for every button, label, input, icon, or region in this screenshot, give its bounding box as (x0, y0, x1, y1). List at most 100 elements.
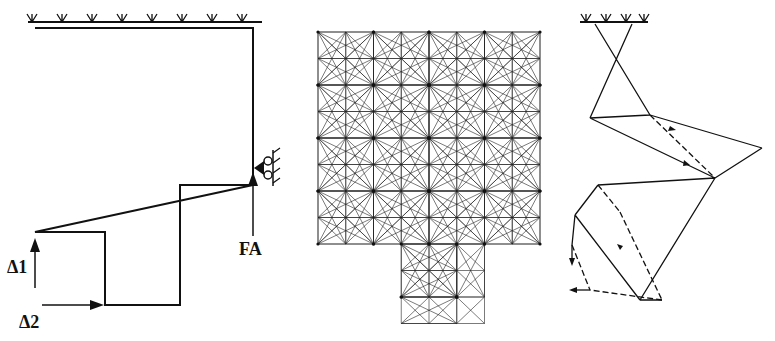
ground-bar (429, 32, 457, 85)
ground-bar (512, 32, 540, 59)
ground-bar (429, 244, 457, 271)
ground-bar (401, 165, 429, 192)
ground-bar (457, 32, 485, 85)
ground-bar (346, 112, 374, 139)
ground-bar (484, 165, 485, 192)
ground-bar (429, 297, 457, 298)
ground-bar (485, 191, 541, 244)
ground-bar (512, 138, 540, 139)
ground-bar (429, 112, 485, 139)
ground-bar (429, 218, 430, 245)
ground-bar (346, 218, 374, 245)
ground-bar (429, 244, 457, 271)
grid-node (427, 136, 430, 139)
ground-bar (346, 32, 374, 85)
grid-node (427, 83, 430, 86)
ground-bar (512, 218, 540, 245)
ground-bar (346, 191, 374, 218)
ground-bar (429, 297, 457, 324)
ground-bar (457, 244, 485, 245)
ground-bar (346, 85, 374, 86)
design-domain (27, 14, 280, 310)
grid-node (372, 136, 375, 139)
ground-bar (429, 244, 457, 297)
ground-bar (457, 85, 485, 138)
ground-bar (429, 32, 485, 85)
ground-bar (374, 218, 430, 245)
ground-bar (401, 244, 429, 297)
ground-bar (457, 191, 485, 192)
ground-bar (512, 191, 540, 218)
ground-bar (457, 191, 485, 192)
ground-bar (429, 165, 430, 192)
ground-bar (374, 138, 402, 165)
ground-bar (318, 165, 374, 192)
ground-bar (457, 85, 485, 86)
ground-bar (429, 165, 430, 192)
ground-bar (401, 112, 402, 139)
grid-node (372, 242, 375, 245)
grid-node (427, 83, 430, 86)
grid-node (455, 295, 458, 298)
ground-bar (401, 218, 429, 245)
ground-bar (318, 218, 319, 245)
ground-bar (401, 59, 429, 86)
ground-bar (429, 112, 485, 139)
ground-bar (401, 191, 429, 218)
ground-bar (457, 165, 485, 192)
ground-bar (457, 165, 485, 192)
ground-bar (512, 138, 540, 165)
grid-node (400, 295, 403, 298)
ground-bar (457, 323, 485, 324)
ground-bar (346, 85, 374, 138)
ground-bar (485, 32, 541, 85)
ground-bar (374, 138, 430, 191)
ground-bar (318, 32, 346, 59)
ground-bar (374, 32, 402, 59)
ground-bar (485, 85, 513, 138)
ground-bar (457, 244, 485, 271)
ground-bar (484, 297, 485, 324)
grid-node (372, 30, 375, 33)
ground-bar (485, 138, 513, 191)
ground-bar (401, 59, 429, 86)
grid-node (427, 83, 430, 86)
ground-bar (429, 32, 485, 85)
ground-bar (456, 165, 457, 192)
ground-bar (512, 191, 540, 218)
ground-bar (401, 244, 457, 297)
ground-bar (346, 59, 374, 86)
ground-bar (457, 138, 485, 191)
ground-bar (429, 85, 457, 138)
ground-bar (457, 191, 485, 244)
ground-bar (374, 191, 430, 244)
ground-bar (512, 112, 540, 139)
grid-node (455, 295, 458, 298)
ground-bar (457, 244, 485, 245)
ground-bar (346, 59, 374, 86)
grid-node (538, 136, 541, 139)
grid-node (455, 242, 458, 245)
ground-bar (512, 85, 540, 112)
grid-node (372, 242, 375, 245)
ground-bar (346, 85, 374, 112)
grid-node (427, 83, 430, 86)
ground-bar (512, 138, 540, 191)
grid-node (316, 136, 319, 139)
ground-bar (401, 297, 457, 324)
grid-node (538, 83, 541, 86)
ground-bar (318, 85, 374, 138)
ground-bar (401, 138, 429, 165)
grid-node (483, 189, 486, 192)
ground-bar (540, 191, 541, 244)
grid-node (538, 189, 541, 192)
ground-bar (512, 85, 540, 86)
ground-bar (401, 191, 429, 244)
ground-bar (373, 165, 374, 192)
grid-node (427, 136, 430, 139)
grid-node (400, 242, 403, 245)
ground-bar (540, 165, 541, 192)
ground-bar (457, 32, 485, 85)
ground-bar (457, 112, 485, 139)
ground-bar (429, 138, 485, 191)
